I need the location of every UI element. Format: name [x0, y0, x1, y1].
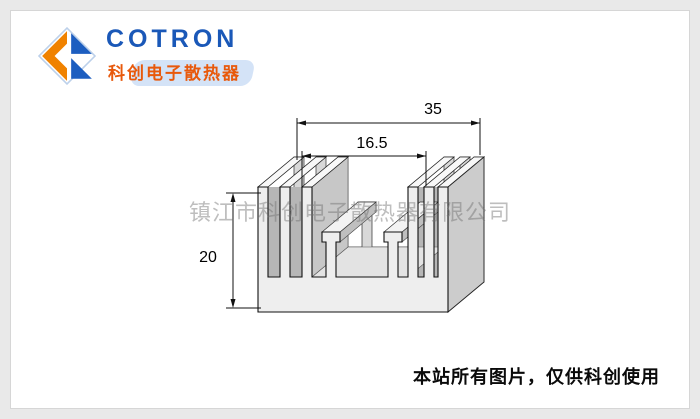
dimension-height: 20: [199, 192, 261, 309]
fin-slot-shadows: [268, 187, 438, 277]
footer-note: 本站所有图片，仅供科创使用: [413, 367, 660, 387]
dimension-height-label: 20: [199, 249, 217, 266]
heatsink-front-profile: [257, 186, 449, 313]
logo-orange-chevron: [42, 30, 67, 81]
cotron-logo-icon: [38, 26, 96, 85]
logo-blue-lower-triangle: [71, 57, 92, 79]
logo: COTRON 科创电子散热器: [38, 25, 249, 86]
dimension-inner-width-label: 16.5: [356, 135, 387, 152]
logo-text-block: COTRON 科创电子散热器: [106, 25, 249, 86]
logo-diamond-outline: [38, 26, 96, 85]
logo-blue-upper-triangle: [71, 32, 92, 54]
dimension-overall-width: 35: [296, 101, 481, 160]
dimension-overall-width-label: 35: [424, 101, 442, 118]
logo-subtitle: 科创电子散热器: [106, 58, 249, 86]
dimension-inner-width: 16.5: [301, 135, 427, 222]
watermark-text: 镇江市科创电子散热器有限公司: [188, 200, 512, 225]
logo-wordmark: COTRON: [106, 25, 239, 53]
